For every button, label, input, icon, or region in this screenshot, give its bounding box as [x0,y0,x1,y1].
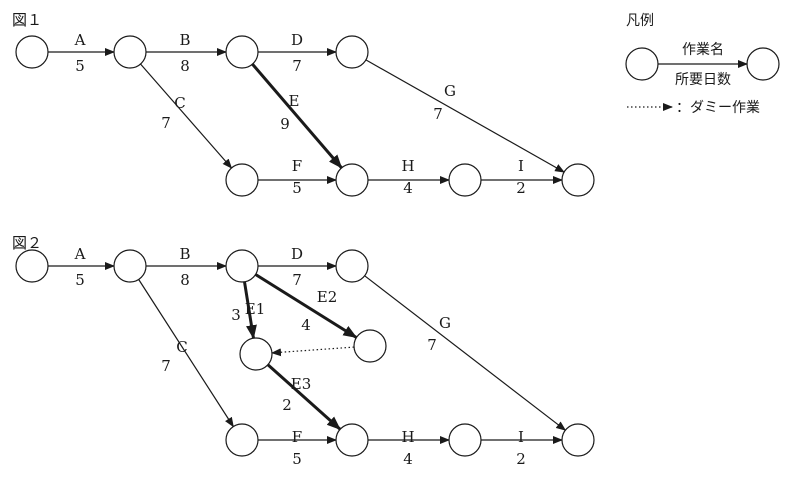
activity-name-e1-fig2: E1 [245,300,266,318]
activity-days-h-fig2: 4 [403,450,413,468]
figure-2-nodes [15,249,595,457]
activity-days-b-fig1: 8 [180,57,190,75]
activity-name-g-fig2: G [439,314,451,332]
activity-name-a-fig2: A [74,245,86,263]
event-node-m1 [15,249,49,283]
activity-arrow-dummy-fig2 [271,346,355,357]
event-node-m10 [561,423,595,457]
activity-arrow-c-fig1 [140,63,233,169]
legend-duration: 所要日数 [675,72,731,88]
activity-name-i-fig1: I [518,157,524,175]
activity-days-a-fig2: 5 [75,271,85,289]
activity-days-b-fig2: 8 [180,271,190,289]
figure-2-title: 図２ [12,234,42,252]
legend-activity-name: 作業名 [682,42,724,58]
legend-node-start [625,47,659,81]
event-node-n5 [225,163,259,197]
activity-name-b-fig1: B [179,31,190,49]
activity-days-d-fig2: 7 [292,271,302,289]
activity-days-d-fig1: 7 [292,57,302,75]
event-node-n1 [15,35,49,69]
event-node-n4 [335,35,369,69]
event-node-m9 [448,423,482,457]
activity-name-h-fig1: H [401,157,414,175]
activity-days-i-fig2: 2 [516,450,526,468]
event-node-n2 [113,35,147,69]
activity-days-i-fig1: 2 [516,179,526,197]
activity-name-b-fig2: B [179,245,190,263]
activity-days-c-fig1: 7 [161,114,171,132]
activity-name-e-fig1: E [289,92,300,110]
activity-name-e2-fig2: E2 [317,288,338,306]
figure-1-nodes [15,35,595,197]
activity-name-f-fig1: F [292,157,302,175]
activity-name-i-fig2: I [518,428,524,446]
event-node-n8 [561,163,595,197]
event-node-m7 [225,423,259,457]
activity-days-e1-fig2: 3 [231,306,241,324]
activity-arrow-g-fig2 [364,275,567,431]
legend: 凡例 作業名 所要日数 ：ダミー作業 [625,13,780,116]
activity-days-e2-fig2: 4 [301,316,311,334]
activity-days-f-fig1: 5 [292,179,302,197]
event-node-n7 [448,163,482,197]
activity-name-d-fig1: D [291,31,303,49]
activity-days-g-fig2: 7 [427,336,437,354]
event-node-m4 [335,249,369,283]
event-node-m8 [335,423,369,457]
activity-name-h-fig2: H [401,428,414,446]
activity-days-e-fig1: 9 [280,115,290,133]
activity-days-h-fig1: 4 [403,179,413,197]
event-node-n3 [225,35,259,69]
figure-1-title: 図１ [12,11,42,29]
event-node-m6 [353,329,387,363]
activity-name-g-fig1: G [444,82,456,100]
activity-name-a-fig1: A [74,31,86,49]
activity-days-c-fig2: 7 [161,357,171,375]
event-node-m5 [239,337,273,371]
activity-days-f-fig2: 5 [292,450,302,468]
activity-arrow-c-fig2 [138,279,234,428]
activity-name-c-fig1: C [174,94,185,112]
event-node-n6 [335,163,369,197]
activity-arrow-e-fig1 [251,63,343,169]
event-node-m2 [113,249,147,283]
activity-name-d-fig2: D [291,245,303,263]
activity-name-f-fig2: F [292,428,302,446]
activity-name-c-fig2: C [176,338,187,356]
event-node-m3 [225,249,259,283]
activity-arrow-e1-fig2 [243,281,257,340]
legend-node-end [746,47,780,81]
activity-days-g-fig1: 7 [433,105,443,123]
activity-days-a-fig1: 5 [75,57,85,75]
activity-days-e3-fig2: 2 [282,396,292,414]
activity-name-e3-fig2: E3 [291,375,312,393]
activity-arrow-e3-fig2 [266,363,342,431]
activity-arrow-e2-fig2 [254,273,358,339]
activity-arrow-g-fig1 [365,59,565,173]
legend-title: 凡例 [626,13,654,29]
legend-dummy-label: ：ダミー作業 [676,100,760,116]
